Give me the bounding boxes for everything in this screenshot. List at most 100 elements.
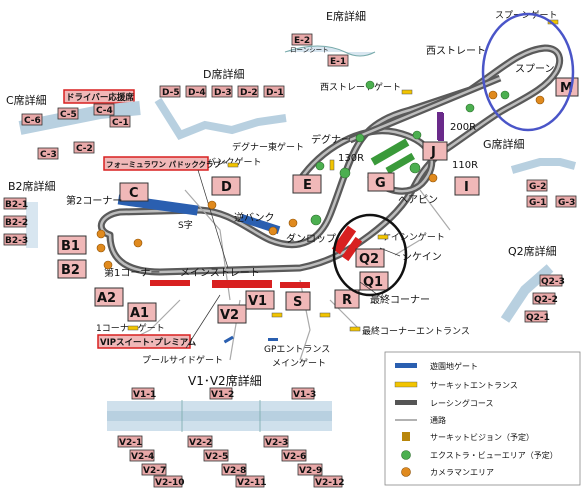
- stand-e[interactable]: [292, 174, 322, 194]
- label-200r: 200R: [450, 122, 476, 133]
- seat-g2[interactable]: [526, 179, 548, 192]
- seat-e2[interactable]: [291, 33, 313, 46]
- label-last-corner-entrance: 最終コーナーエントランス: [362, 325, 470, 337]
- label-west-straight-gate: 西ストレートゲート: [320, 81, 401, 93]
- stand-a1-label: A1: [130, 306, 149, 321]
- seat-v2-7[interactable]: [141, 463, 167, 476]
- stand-q1[interactable]: [359, 271, 389, 291]
- stand-d[interactable]: [211, 176, 241, 196]
- label-degner: デグナー: [311, 133, 351, 146]
- label-reverse-bank: 逆バンク: [234, 211, 275, 224]
- seat-v1-1[interactable]: [131, 387, 155, 400]
- legend-course: レーシングコース: [430, 398, 493, 408]
- stand-a2[interactable]: [94, 287, 124, 307]
- legend-extra-swatch: [401, 450, 411, 460]
- stand-b1[interactable]: [57, 235, 87, 255]
- seat-c6[interactable]: [21, 113, 43, 126]
- seat-g3[interactable]: [555, 195, 577, 208]
- seat-v2-12-label: V2-12: [315, 478, 345, 488]
- g-detail-title: G席詳細: [483, 137, 525, 151]
- label-last-corner: 最終コーナー: [370, 293, 430, 306]
- seat-v2-2-label: V2-2: [189, 438, 212, 448]
- label-formula: フォーミュラワン パドッククラブ™: [106, 159, 229, 169]
- seat-e2-label: E-2: [294, 36, 310, 46]
- seat-v2-6[interactable]: [281, 449, 307, 462]
- seat-b2-2[interactable]: [3, 215, 27, 228]
- seat-c2-label: C-2: [76, 144, 93, 154]
- stand-b2[interactable]: [57, 259, 87, 279]
- stand-v1-label: V1: [248, 294, 267, 309]
- label-130r: 130R: [338, 153, 364, 164]
- stand-a1[interactable]: [127, 302, 157, 322]
- seat-v2-10[interactable]: [153, 475, 183, 488]
- stand-q1-label: Q1: [363, 275, 383, 290]
- seat-v2-4[interactable]: [129, 449, 155, 462]
- stand-c[interactable]: [119, 182, 149, 202]
- seat-v2-5[interactable]: [203, 449, 229, 462]
- seat-q2-1[interactable]: [524, 310, 548, 323]
- seat-d2-label: D-2: [240, 88, 258, 98]
- driver-stand-label: ドライバー応援席: [66, 92, 134, 103]
- d-detail-title: D席詳細: [203, 67, 244, 81]
- label-main-gate: メインゲート: [272, 357, 326, 369]
- seat-v2-4-label: V2-4: [131, 452, 154, 462]
- seat-e1[interactable]: [327, 54, 349, 67]
- highlight-chicane: [332, 213, 408, 297]
- seat-v2-11[interactable]: [235, 475, 265, 488]
- b2-detail-title: B2席詳細: [8, 179, 56, 193]
- legend-amusement-swatch: [395, 363, 417, 368]
- stand-g[interactable]: [367, 172, 395, 192]
- seat-b2-1[interactable]: [3, 197, 27, 210]
- stand-v1[interactable]: [245, 290, 275, 310]
- seat-d5[interactable]: [159, 85, 181, 98]
- seat-c5[interactable]: [57, 107, 79, 120]
- seat-v2-12[interactable]: [313, 475, 343, 488]
- seat-v2-6-label: V2-6: [283, 452, 306, 462]
- seat-v2-9[interactable]: [297, 463, 323, 476]
- seat-c4[interactable]: [93, 103, 115, 116]
- seat-d1[interactable]: [263, 85, 285, 98]
- stand-i[interactable]: [454, 176, 480, 196]
- label-casio-gate: ケイシンゲート: [382, 231, 445, 243]
- green-stand-g: [370, 138, 410, 166]
- seat-c3[interactable]: [37, 147, 59, 160]
- label-degner-east-gate: デグナー東ゲート: [232, 141, 304, 153]
- label-dunlop: ダンロップ: [286, 232, 336, 245]
- stand-s[interactable]: [285, 291, 311, 311]
- seat-c1[interactable]: [109, 115, 131, 128]
- seat-v1-1-label: V1-1: [133, 390, 156, 400]
- stand-r[interactable]: [334, 289, 360, 309]
- red-stand-main-2: [150, 280, 190, 286]
- stand-j-label: J: [430, 145, 436, 160]
- stand-j[interactable]: [422, 141, 448, 161]
- seat-q2-3[interactable]: [539, 274, 563, 287]
- stand-d-label: D: [221, 180, 232, 195]
- seat-v2-1[interactable]: [117, 435, 143, 448]
- stand-a2-label: A2: [97, 291, 116, 306]
- seat-v2-3[interactable]: [263, 435, 289, 448]
- stand-q2-label: Q2: [359, 252, 379, 267]
- seat-b2-3[interactable]: [3, 233, 27, 246]
- seat-d3[interactable]: [211, 85, 233, 98]
- seat-g1[interactable]: [526, 195, 548, 208]
- seat-b2-2-label: B2-2: [5, 218, 28, 228]
- seat-q2-2[interactable]: [532, 292, 556, 305]
- label-gp-entrance: GPエントランス: [264, 344, 330, 355]
- stand-q2[interactable]: [355, 248, 385, 268]
- seat-v2-9-label: V2-9: [299, 466, 322, 476]
- seat-d4[interactable]: [185, 85, 207, 98]
- seat-v2-8[interactable]: [221, 463, 247, 476]
- seat-d2[interactable]: [237, 85, 259, 98]
- seat-c5-label: C-5: [60, 110, 77, 120]
- seat-v1-2-label: V1-2: [211, 390, 234, 400]
- stand-b1-label: B1: [61, 239, 80, 254]
- seat-v1-2[interactable]: [209, 387, 233, 400]
- red-stand-q: [331, 225, 357, 255]
- label-hairpin: ヘアピン: [398, 194, 438, 206]
- stand-v2[interactable]: [217, 304, 247, 324]
- seat-c2[interactable]: [73, 141, 95, 154]
- stand-c-label: C: [129, 186, 139, 201]
- legend-entrance-swatch: [394, 381, 418, 388]
- seat-v2-2[interactable]: [187, 435, 213, 448]
- seat-v1-3[interactable]: [291, 387, 315, 400]
